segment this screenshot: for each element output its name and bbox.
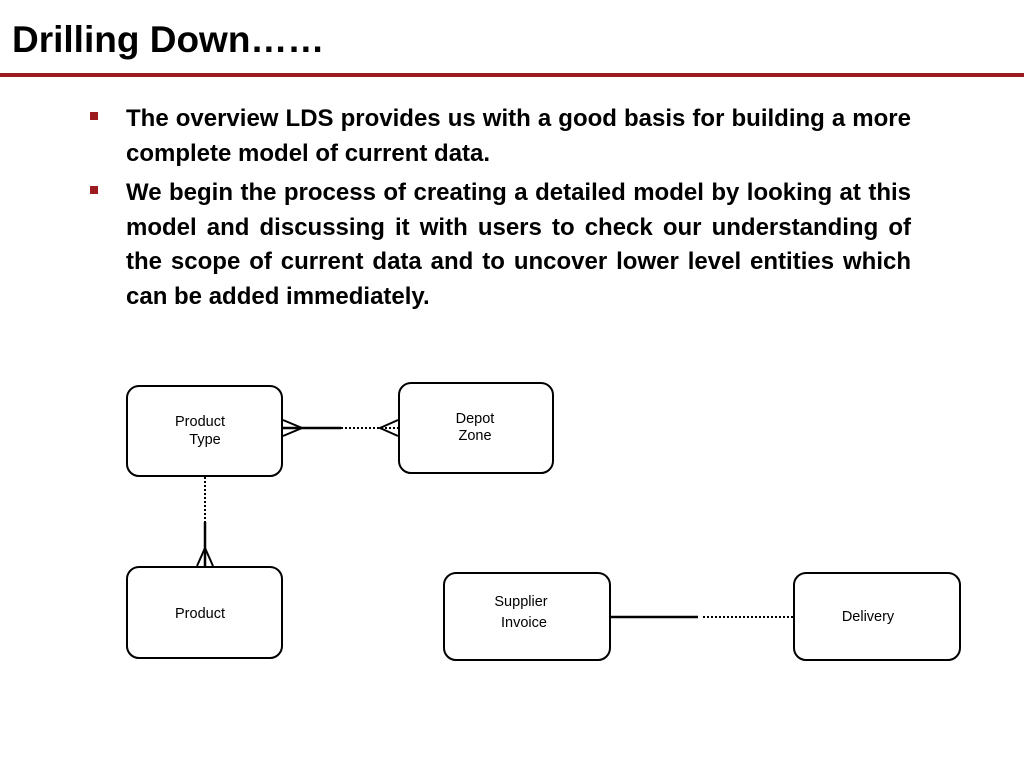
relationship-product-type-product xyxy=(196,477,214,567)
entity-label: Zone xyxy=(458,428,491,444)
bullet-text: The overview LDS provides us with a good… xyxy=(126,105,911,167)
slide-title: Drilling Down…… xyxy=(12,19,325,60)
entity-label: Type xyxy=(189,432,220,448)
entity-depot-zone: Depot Zone xyxy=(398,382,554,474)
entity-label: Invoice xyxy=(501,615,547,631)
crows-foot-icon xyxy=(282,419,305,437)
title-divider xyxy=(0,73,1024,77)
entity-product: Product xyxy=(126,566,283,659)
entity-label: Delivery xyxy=(842,609,895,625)
crows-foot-icon xyxy=(377,419,399,437)
square-bullet-icon xyxy=(90,186,98,194)
entity-label: Product xyxy=(175,606,225,622)
bullet-item: We begin the process of creating a detai… xyxy=(88,176,911,314)
bullet-item: The overview LDS provides us with a good… xyxy=(88,102,911,171)
square-bullet-icon xyxy=(90,112,98,120)
bullet-list: The overview LDS provides us with a good… xyxy=(88,102,911,319)
entity-delivery: Delivery xyxy=(793,572,961,661)
relationship-product-type-depot-zone xyxy=(282,419,399,437)
crows-foot-icon xyxy=(196,545,214,567)
entity-label: Product xyxy=(175,414,225,430)
bullet-text: We begin the process of creating a detai… xyxy=(126,179,911,310)
entity-supplier-invoice: Supplier Invoice xyxy=(443,572,611,661)
entity-product-type: Product Type xyxy=(126,385,283,477)
entity-label: Depot xyxy=(456,411,495,427)
entity-label: Supplier xyxy=(494,594,547,610)
